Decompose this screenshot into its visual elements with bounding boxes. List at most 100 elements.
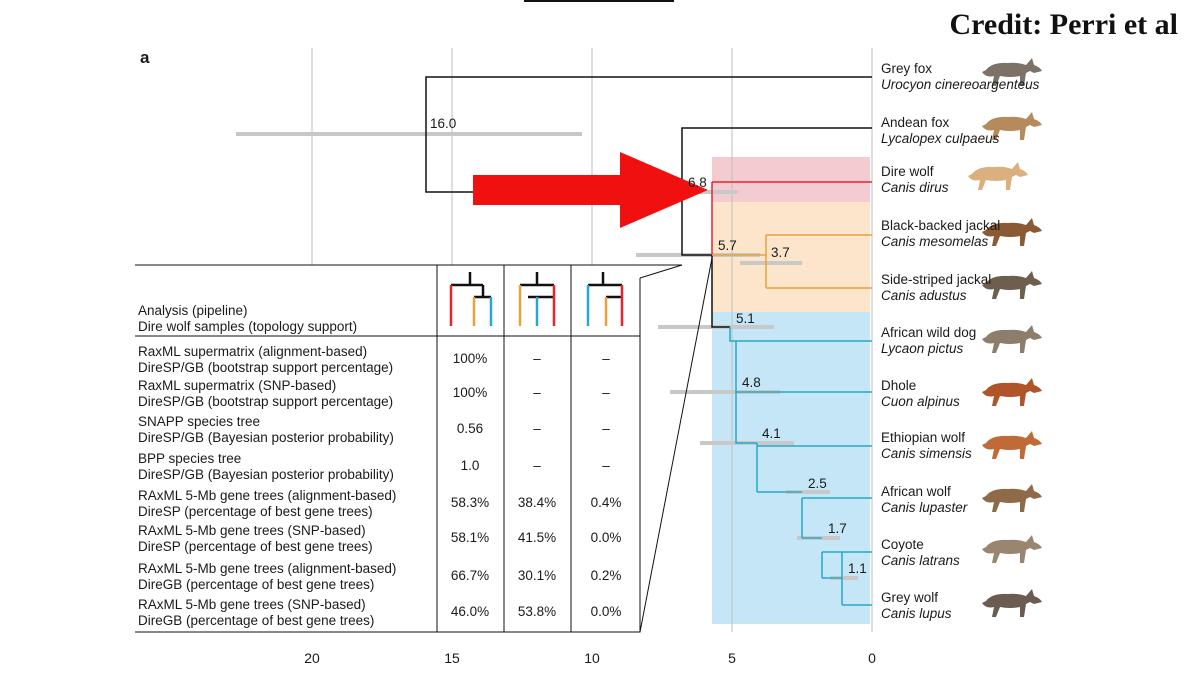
common-name: Coyote [881,537,924,552]
table-row-analysis: RAxML 5-Mb gene trees (alignment-based) [138,561,397,576]
table-row-samples: DireGB (percentage of best gene trees) [138,613,375,628]
scientific-name: Canis latrans [881,553,960,568]
axis-tick: 0 [868,650,876,666]
table-row-analysis: RaxML supermatrix (alignment-based) [138,344,368,359]
scientific-name: Canis mesomelas [881,234,989,249]
table-cell: 0.0% [590,604,622,619]
table-cell: – [602,458,610,473]
table-row-analysis: RAxML 5-Mb gene trees (SNP-based) [138,597,366,612]
table-cell: 0.56 [456,421,484,436]
support-table [135,257,713,633]
axis-tick: 10 [584,650,600,666]
african-wild-dog-icon [982,325,1042,353]
node-age-label: 1.7 [828,521,847,536]
table-cell: 53.8% [517,604,557,619]
common-name: African wild dog [881,325,977,340]
credit-text: Credit: Perri et al [949,8,1178,41]
table-row-samples: DireGB (percentage of best gene trees) [138,577,375,592]
side-striped-jackal-icon [982,271,1042,299]
panel-label: a [140,48,150,67]
scientific-name: Canis simensis [881,446,972,461]
table-header-line: Dire wolf samples (topology support) [138,319,358,334]
grey-fox-icon [982,58,1042,86]
node-age-label: 4.8 [742,375,761,390]
table-row-analysis: RaxML supermatrix (SNP-based) [138,378,337,393]
coyote-icon [982,535,1042,563]
topology-icons [449,272,624,326]
table-row-samples: DireSP (percentage of best gene trees) [138,539,373,554]
common-name: Dire wolf [881,164,934,179]
table-cell: 100% [452,351,488,366]
node-age-label: 2.5 [808,476,827,491]
table-row-samples: DireSP/GB (Bayesian posterior probabilit… [138,467,394,482]
table-cell: – [533,385,541,400]
node-age-label: 1.1 [848,561,867,576]
table-row-analysis: RAxML 5-Mb gene trees (alignment-based) [138,488,397,503]
table-cell: 100% [452,385,488,400]
animal-illustrations [968,58,1042,617]
dire-wolf-band [712,157,870,202]
table-cell: – [533,458,541,473]
table-cell: 38.4% [517,495,557,510]
node-age-label: 3.7 [771,245,790,260]
scientific-name: Cuon alpinus [881,394,960,409]
topology-icon-1 [449,272,493,326]
african-wolf-icon [982,484,1042,512]
table-row-analysis: BPP species tree [138,451,242,466]
topology-icon-2 [518,272,556,326]
axis-tick: 20 [304,650,320,666]
scientific-name: Canis adustus [881,288,967,303]
scientific-name: Canis lupaster [881,500,968,515]
node-age-label: 4.1 [762,426,781,441]
common-name: Grey wolf [881,590,939,605]
axis-tick: 5 [728,650,736,666]
table-row: RaxML supermatrix (SNP-based)DireSP/GB (… [138,378,393,410]
axis-tick: 15 [444,650,460,666]
scientific-name: Urocyon cinereoargenteus [881,77,1040,92]
table-cell: – [602,351,610,366]
table-cell: – [533,351,541,366]
ethiopian-wolf-icon [982,431,1042,459]
table-row: RAxML 5-Mb gene trees (alignment-based)D… [138,561,396,593]
dhole-icon [982,378,1042,406]
dire-wolf-icon [968,162,1028,190]
black-backed-jackal-icon [982,218,1042,246]
table-row: RaxML supermatrix (alignment-based)DireS… [138,344,393,376]
top-rule [524,0,674,2]
wolf-band [712,312,870,624]
table-row: RAxML 5-Mb gene trees (SNP-based)DireGB … [138,597,374,629]
table-cell: 0.4% [590,495,622,510]
scientific-name: Lycaon pictus [881,341,964,356]
table-cell: – [533,421,541,436]
andean-fox-icon [982,112,1042,140]
table-row-analysis: SNAPP species tree [138,414,261,429]
scientific-name: Lycalopex culpaeus [881,131,1000,146]
grey-wolf-icon [982,589,1042,617]
table-header-line: Analysis (pipeline) [138,303,248,318]
node-age-label: 6.8 [688,175,707,190]
node-age-label: 16.0 [430,116,457,131]
common-name: Ethiopian wolf [881,430,966,445]
table-row-samples: DireSP/GB (bootstrap support percentage) [138,360,394,375]
table-cell: 66.7% [450,568,490,583]
table-cell: – [602,421,610,436]
table-cell: 58.1% [450,530,490,545]
highlight-arrow [473,152,708,228]
table-row-samples: DireSP/GB (Bayesian posterior probabilit… [138,430,394,445]
common-name: Grey fox [881,61,933,76]
table-cell: 41.5% [517,530,557,545]
table-cell: 1.0 [460,458,480,473]
table-row: RAxML 5-Mb gene trees (alignment-based)D… [138,488,396,520]
common-name: Black-backed jackal [881,218,1001,233]
common-name: Side-striped jackal [881,272,992,287]
